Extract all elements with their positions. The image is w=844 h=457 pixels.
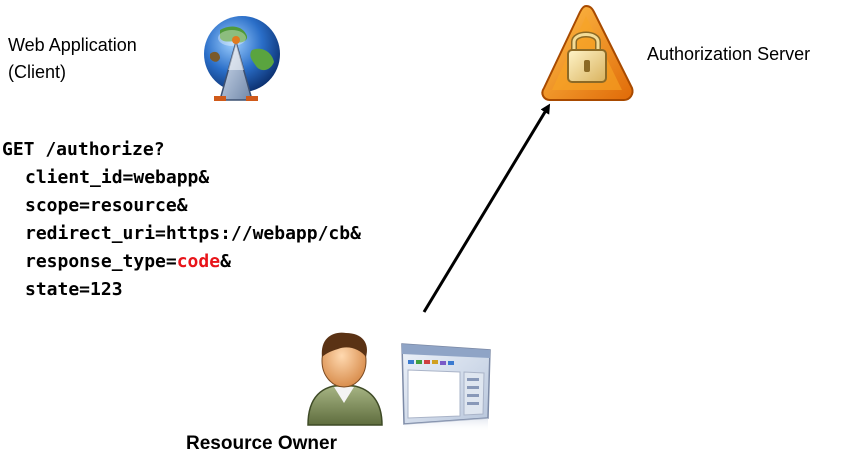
server-label: Authorization Server: [647, 44, 811, 64]
authorize-request: GET /authorize? client_id=webapp& scope=…: [2, 136, 361, 304]
response-type-suffix: &: [220, 251, 231, 272]
browser-window-icon: [401, 343, 491, 432]
client-label: Web Application (Client): [8, 32, 137, 86]
request-line-response-type: response_type=code&: [2, 248, 361, 276]
client-label-line2: (Client): [8, 62, 67, 82]
person-icon: [307, 332, 383, 426]
client-label-line1: Web Application: [8, 35, 137, 55]
owner-label: Resource Owner: [186, 433, 337, 454]
request-line-client-id: client_id=webapp&: [25, 167, 210, 188]
request-line-scope: scope=resource&: [25, 195, 188, 216]
request-line-redirect-uri: redirect_uri=https://webapp/cb&: [25, 223, 361, 244]
request-line-state: state=123: [25, 279, 123, 300]
response-type-prefix: response_type=: [25, 251, 177, 272]
lock-warning-icon: [541, 4, 634, 101]
response-type-value: code: [176, 251, 221, 272]
request-line-method: GET /authorize?: [2, 139, 165, 160]
globe-icon: [204, 16, 280, 101]
